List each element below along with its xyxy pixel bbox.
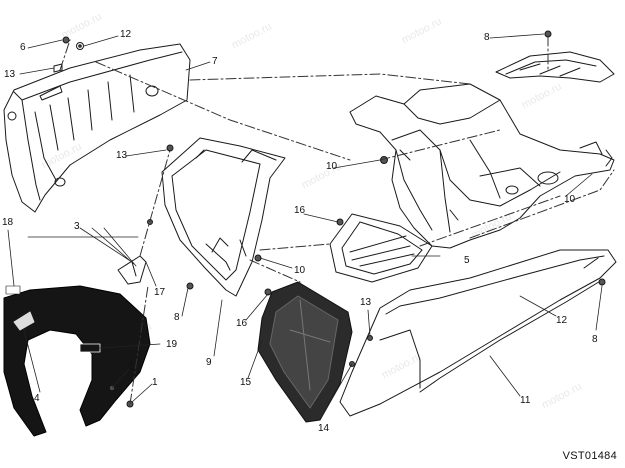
callout-6: 6 [20,42,26,53]
callout-7: 7 [212,56,218,67]
callout-18: 18 [2,217,14,228]
callout-1: 1 [152,377,158,388]
callout-3: 3 [74,221,80,232]
callout-13-mid: 13 [116,150,128,161]
inner-frame [161,137,286,297]
callout-13-top: 13 [4,69,16,80]
callout-10-center: 10 [326,161,338,172]
callout-4: 4 [34,393,40,404]
callout-15: 15 [240,377,252,388]
small-cover-top [495,51,615,83]
dark-side-panel [257,281,353,423]
callout-10-right: 10 [564,194,576,205]
long-side-fairing [339,249,617,417]
callout-14: 14 [318,423,330,434]
callout-16-upper: 16 [294,205,306,216]
side-panel-upper [3,43,191,213]
assembly-lines [59,35,615,405]
fasteners [53,30,606,408]
callout-2: 2 [128,361,134,372]
callout-17: 17 [154,287,166,298]
callout-9: 9 [206,357,212,368]
callout-5: 5 [464,255,470,266]
leader-lines [7,33,603,421]
callout-11: 11 [520,395,531,406]
black-front-cowl [3,285,151,437]
callout-8-left: 8 [174,312,180,323]
callout-8-right: 8 [592,334,598,345]
callout-8-top: 8 [484,32,490,43]
diagram-code: VST01484 [562,450,617,462]
rear-subframe [349,83,615,249]
callout-10-lower: 10 [294,265,306,276]
bracket-17 [117,255,147,285]
callout-19: 19 [166,339,178,350]
callout-12-right: 12 [556,315,568,326]
callout-12-top: 12 [120,29,132,40]
small-plate [329,213,433,283]
callout-13-right: 13 [360,297,372,308]
callout-16-lower: 16 [236,318,248,329]
